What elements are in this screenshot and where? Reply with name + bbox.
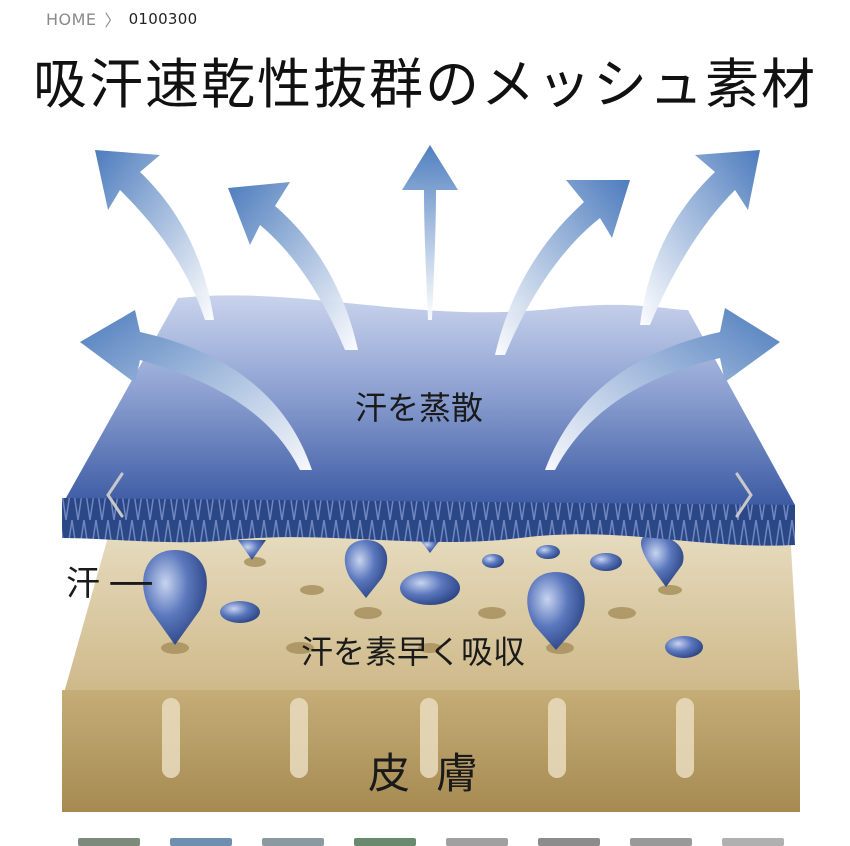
breadcrumb-current: 0100300 <box>129 10 198 28</box>
chevron-right-icon: 〉 <box>105 7 121 31</box>
carousel-thumbnail[interactable] <box>722 838 784 846</box>
chevron-right-icon <box>731 470 757 520</box>
carousel-prev-button[interactable] <box>102 470 128 520</box>
carousel-thumbnail[interactable] <box>78 838 140 846</box>
carousel-thumbnail[interactable] <box>170 838 232 846</box>
label-skin: 皮膚 <box>368 740 504 801</box>
carousel-thumbnail[interactable] <box>630 838 692 846</box>
page-title: 吸汗速乾性抜群のメッシュ素材 <box>0 40 850 119</box>
label-evaporate: 汗を蒸散 <box>355 383 483 429</box>
carousel-thumbnail[interactable] <box>262 838 324 846</box>
carousel-thumbnail[interactable] <box>538 838 600 846</box>
breadcrumb: HOME 〉 0100300 <box>46 6 197 32</box>
carousel-next-button[interactable] <box>731 470 757 520</box>
breadcrumb-home-link[interactable]: HOME <box>46 10 97 29</box>
carousel-thumbnails <box>78 838 784 846</box>
carousel-thumbnail[interactable] <box>354 838 416 846</box>
label-absorb: 汗を素早く吸収 <box>301 627 525 673</box>
label-sweat: 汗 ── <box>66 556 152 605</box>
carousel-thumbnail[interactable] <box>446 838 508 846</box>
chevron-left-icon <box>102 470 128 520</box>
